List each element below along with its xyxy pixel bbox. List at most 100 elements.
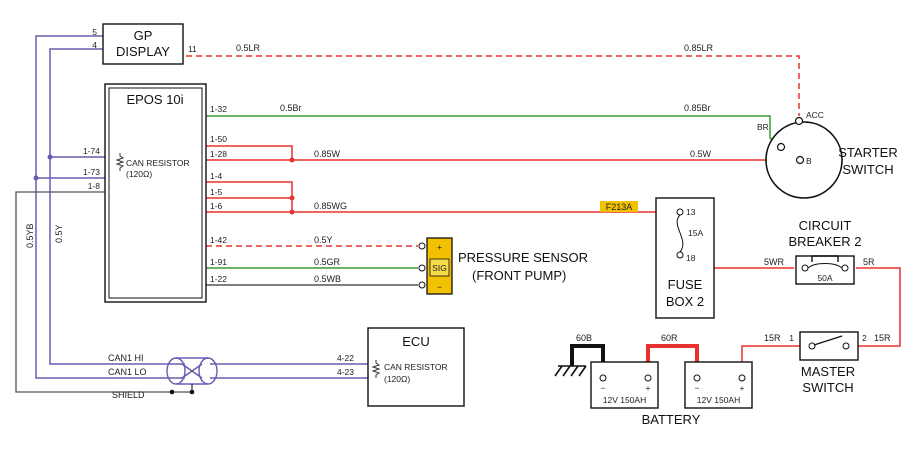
breaker-title: CIRCUIT [799, 218, 852, 233]
starter-title: STARTER [838, 145, 897, 160]
switch-pin: 1 [789, 333, 794, 343]
fuse-box: 13 15A 18 FUSE BOX 2 [655, 197, 715, 319]
wire-purple-gp5 [35, 35, 185, 379]
pin-label: 5 [92, 27, 97, 37]
wire-085w [206, 145, 798, 161]
wire-label: 0.85Br [684, 103, 711, 113]
pin-label: 1-32 [210, 104, 227, 114]
wire-label: 15R [874, 333, 891, 343]
battery-plus: + [646, 383, 651, 393]
battery-minus: − [695, 383, 700, 393]
pin-label: 1-74 [83, 146, 100, 156]
can-hi-label: CAN1 HI [108, 353, 144, 363]
pin-label: 1-8 [88, 181, 101, 191]
wire-label: 0.5YB [25, 223, 35, 248]
pressure-sensor-title: (FRONT PUMP) [472, 268, 566, 283]
battery-plus: + [740, 383, 745, 393]
starter-title: SWITCH [842, 162, 893, 177]
sensor-plus: + [437, 242, 442, 252]
master-switch: 1 2 MASTER SWITCH [789, 331, 867, 395]
pin-label: 1-73 [83, 167, 100, 177]
can-resistor-label: CAN RESISTOR [126, 158, 190, 168]
fuse-pin: 18 [686, 253, 696, 263]
pin-label: 1-50 [210, 134, 227, 144]
wire-label: 0.5Br [280, 103, 302, 113]
ecu-title: ECU [402, 334, 429, 349]
pin-label: 11 [188, 44, 197, 54]
pin-label: 4-22 [337, 353, 354, 363]
pin-label: 1-42 [210, 235, 227, 245]
junction-dot [33, 175, 39, 181]
wire-label: 5WR [764, 257, 785, 267]
wire-label: 0.5WB [314, 274, 341, 284]
fuse-box-title: BOX 2 [666, 294, 704, 309]
master-switch-title: SWITCH [802, 380, 853, 395]
junction-dot [289, 209, 295, 215]
ecu: ECU CAN RESISTOR (120Ω) 4-22 4-23 [337, 327, 465, 407]
wire-purple-gp4 [49, 48, 185, 365]
junction-dot [289, 157, 295, 163]
wire-label: 15R [764, 333, 781, 343]
pin-label: 1-5 [210, 187, 223, 197]
shield-label: SHIELD [112, 390, 145, 400]
battery-spec: 12V 150AH [697, 395, 740, 405]
breaker-title: BREAKER 2 [789, 234, 862, 249]
junction-dot [47, 154, 53, 160]
battery-minus: − [601, 383, 606, 393]
terminal-b: B [806, 156, 812, 166]
pressure-sensor: + SIG − PRESSURE SENSOR (FRONT PUMP) [418, 237, 588, 295]
gp-display-title: DISPLAY [116, 44, 170, 59]
gp-display: GP DISPLAY 5 4 11 [92, 23, 197, 65]
fuse-tag: F213A [606, 202, 633, 212]
junction-dot [289, 195, 295, 201]
wire-085lr [186, 55, 800, 116]
twisted-pair-symbol [166, 357, 218, 395]
fuse-rating: 15A [688, 228, 703, 238]
battery-spec: 12V 150AH [603, 395, 646, 405]
sensor-sig: SIG [432, 263, 447, 273]
wire-085br [206, 115, 780, 146]
ecu-can-resistor-value: (120Ω) [384, 374, 410, 384]
pin-label: 1-4 [210, 171, 223, 181]
wire-shield [15, 191, 192, 393]
wire-label: 0.5Y [54, 224, 64, 243]
wire-label: 0.85W [314, 149, 341, 159]
wire-label: 0.85WG [314, 201, 347, 211]
battery-title: BATTERY [642, 412, 701, 427]
wire-label: 5R [863, 257, 875, 267]
fuse-box-title: FUSE [668, 277, 703, 292]
can-lo-label: CAN1 LO [108, 367, 147, 377]
pin-label: 4 [92, 40, 97, 50]
starter-switch: ACC BR B STARTER SWITCH [757, 110, 898, 199]
ecu-can-resistor-label: CAN RESISTOR [384, 362, 448, 372]
fuse-pin: 13 [686, 207, 696, 217]
gp-display-title: GP [134, 28, 153, 43]
fuse-tag-highlight [600, 201, 638, 212]
wire-label: 0.5W [690, 149, 712, 159]
wire-label: 60B [576, 333, 592, 343]
epos-title: EPOS 10i [126, 92, 183, 107]
epos-module: EPOS 10i CAN RESISTOR (120Ω) 1-32 1-50 1… [83, 83, 227, 303]
wire-label: 0.85LR [684, 43, 714, 53]
terminal-acc: ACC [806, 110, 824, 120]
terminal-br: BR [757, 122, 769, 132]
wire-5r [856, 267, 901, 347]
pin-label: 4-23 [337, 367, 354, 377]
switch-pin: 2 [862, 333, 867, 343]
pressure-sensor-title: PRESSURE SENSOR [458, 250, 588, 265]
can-resistor-value: (120Ω) [126, 169, 152, 179]
ground-symbol [554, 365, 587, 377]
master-switch-title: MASTER [801, 364, 855, 379]
pin-label: 1-91 [210, 257, 227, 267]
sensor-minus: − [437, 282, 442, 292]
wire-label: 0.5GR [314, 257, 341, 267]
breaker-rating: 50A [817, 273, 832, 283]
pin-label: 1-6 [210, 201, 223, 211]
battery: − + − + 12V 150AH 12V 150AH BATTERY [590, 361, 753, 427]
pin-label: 1-28 [210, 149, 227, 159]
wire-label: 60R [661, 333, 678, 343]
circuit-breaker: CIRCUIT BREAKER 2 50A [789, 218, 862, 285]
pin-label: 1-22 [210, 274, 227, 284]
wire-label: 0.5Y [314, 235, 333, 245]
